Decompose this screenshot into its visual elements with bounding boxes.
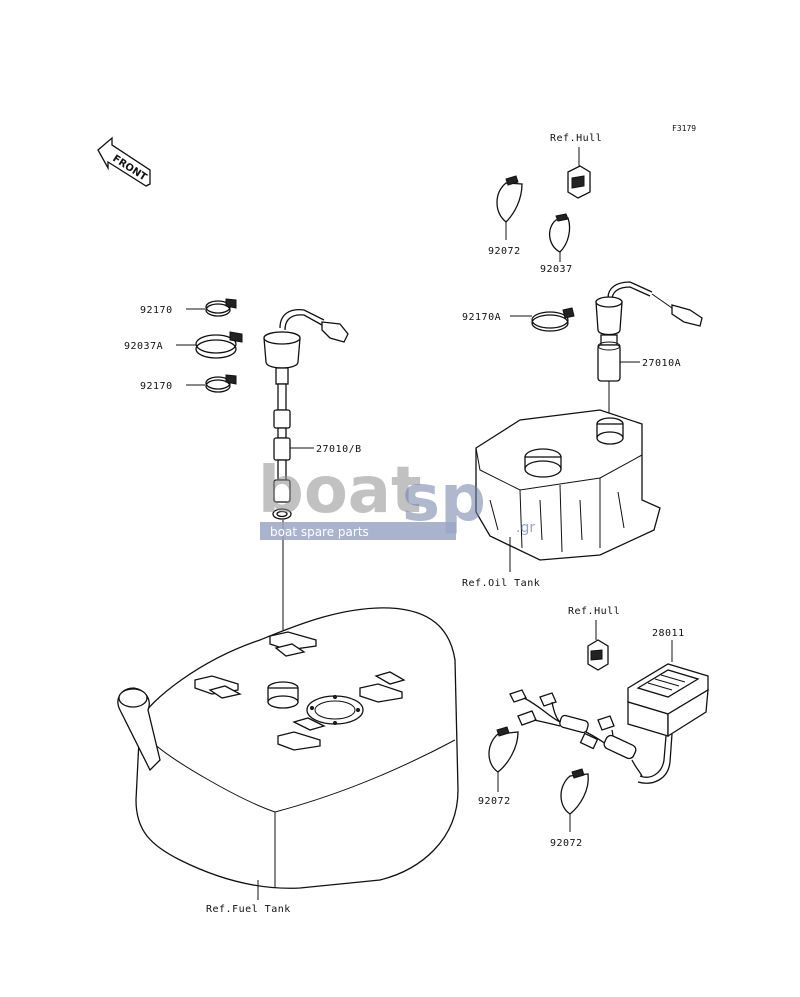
fuel-tank [117,607,459,900]
ref-hull-top-bracket [567,147,591,199]
wire-harness [509,689,643,777]
label-27010b: 27010/B [316,444,362,455]
label-28011: 28011 [652,628,685,639]
label-92072-right: 92072 [550,838,583,849]
front-arrow-icon: FRONT [97,136,151,187]
watermark-tagline: boat spare parts [270,525,369,539]
clamp-92170-upper [186,298,237,317]
fuel-level-sender-27010b [263,308,349,672]
oil-tank [475,409,661,572]
meter-28011 [627,640,709,784]
ref-hull-lower-bracket [587,620,609,671]
label-92072-left: 92072 [478,796,511,807]
diagram-code: F3179 [672,124,696,133]
clamp-92072-left [488,726,519,792]
boatsp-watermark-logo: boat sp .gr boat spare parts [258,454,535,540]
ref-fuel-tank-label: Ref.Fuel Tank [206,904,291,915]
ref-hull-top-label: Ref.Hull [550,133,602,144]
clamp-92170a [510,307,575,332]
label-92170-upper: 92170 [140,305,173,316]
label-27010a: 27010A [642,358,681,369]
label-92170a: 92170A [462,312,501,323]
svg-text:.gr: .gr [516,520,535,536]
ref-hull-lower-label: Ref.Hull [568,606,620,617]
label-92072-top: 92072 [488,246,521,257]
clamp-92037a [176,331,243,359]
clamp-92072-top [496,175,523,240]
svg-text:boat: boat [258,454,422,528]
label-92170-lower: 92170 [140,381,173,392]
clamp-92072-right [560,768,589,832]
ref-oil-tank-label: Ref.Oil Tank [462,578,540,589]
clamp-92037 [549,213,571,262]
oil-level-sender-27010a [595,281,703,382]
clamp-92170-lower [186,374,237,393]
label-92037a: 92037A [124,341,163,352]
label-92037: 92037 [540,264,573,275]
